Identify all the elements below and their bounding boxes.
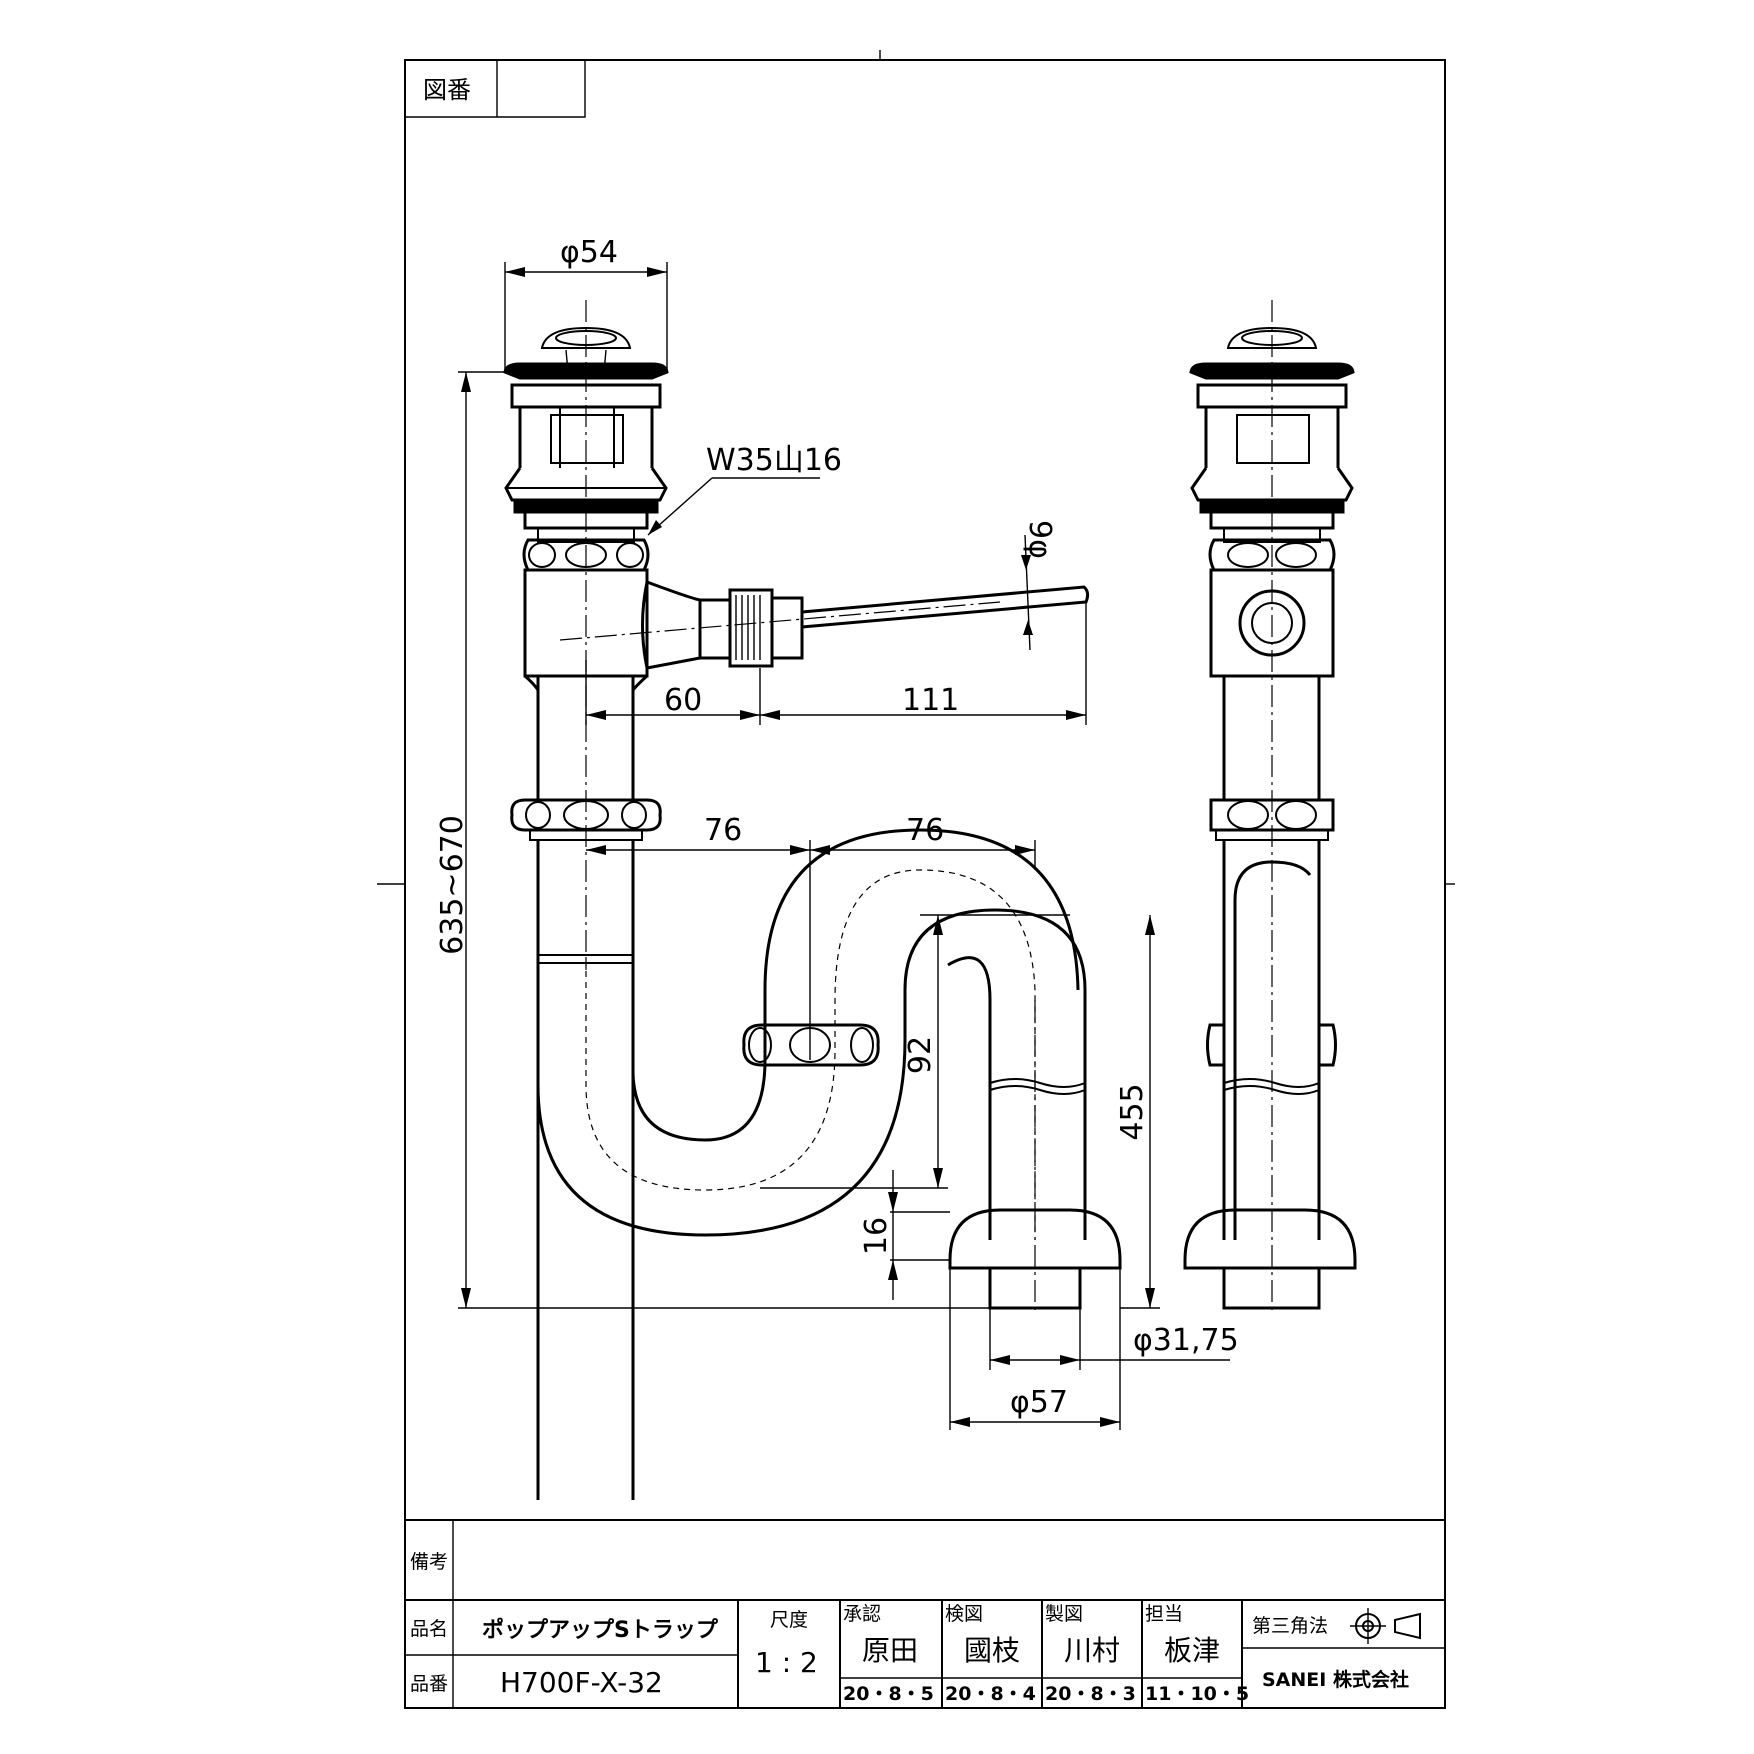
dim-phi57: φ57 bbox=[1010, 1385, 1068, 1420]
side-view bbox=[1183, 300, 1357, 1315]
check-name: 國枝 bbox=[964, 1634, 1020, 1667]
product-number-label: 品番 bbox=[410, 1673, 448, 1695]
approval-date: 20・8・5 bbox=[843, 1683, 934, 1705]
dim-thread: W35山16 bbox=[706, 443, 842, 478]
projection-label: 第三角法 bbox=[1252, 1615, 1328, 1637]
dim-455: 455 bbox=[1115, 1083, 1150, 1140]
check-date: 20・8・4 bbox=[945, 1683, 1036, 1705]
dim-111: 111 bbox=[902, 683, 959, 718]
dim-76b: 76 bbox=[906, 813, 944, 848]
product-number: H700F-X-32 bbox=[500, 1666, 663, 1699]
check-label: 検図 bbox=[945, 1603, 983, 1625]
dim-60: 60 bbox=[664, 683, 702, 718]
drafting-name: 川村 bbox=[1064, 1634, 1120, 1667]
dim-16: 16 bbox=[859, 1217, 894, 1255]
drafting-label: 製図 bbox=[1045, 1603, 1083, 1625]
approval-label: 承認 bbox=[843, 1603, 881, 1625]
product-name: ポップアップSトラップ bbox=[482, 1617, 719, 1643]
approval-name: 原田 bbox=[862, 1634, 918, 1667]
scale-label: 尺度 bbox=[770, 1609, 808, 1631]
product-name-label: 品名 bbox=[410, 1618, 448, 1640]
drafting-date: 20・8・3 bbox=[1045, 1683, 1136, 1705]
charge-label: 担当 bbox=[1145, 1603, 1183, 1625]
dim-635-670: 635~670 bbox=[435, 815, 470, 955]
title-block: 備考 品名 ポップアップSトラップ 品番 H700F-X-32 尺度 1 : 2… bbox=[405, 1519, 1445, 1708]
remarks-label: 備考 bbox=[410, 1551, 448, 1573]
drawing-number-label: 図番 bbox=[423, 76, 471, 104]
drawing-frame bbox=[404, 59, 1446, 1709]
dim-76a: 76 bbox=[704, 813, 742, 848]
dim-phi54: φ54 bbox=[560, 235, 618, 270]
dim-9phi: 9φ bbox=[1022, 520, 1057, 559]
dimensions: φ54 W35山16 9φ 60 111 635~670 bbox=[435, 235, 1239, 1430]
front-view bbox=[503, 300, 1122, 1500]
scale-value: 1 : 2 bbox=[755, 1646, 818, 1679]
dim-92: 92 bbox=[903, 1036, 938, 1074]
charge-name: 板津 bbox=[1164, 1634, 1220, 1667]
third-angle-projection-icon bbox=[1350, 1608, 1421, 1644]
charge-date: 11・10・5 bbox=[1145, 1683, 1249, 1705]
drawing-number-box: 図番 bbox=[405, 60, 586, 118]
dim-phi3175: φ31,75 bbox=[1133, 1323, 1239, 1358]
company-name: SANEI 株式会社 bbox=[1262, 1668, 1409, 1691]
